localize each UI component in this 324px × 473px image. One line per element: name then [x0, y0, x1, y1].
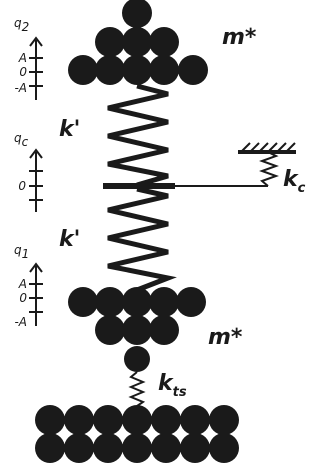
upper-spring [107, 83, 169, 188]
axis-q2 [29, 36, 43, 100]
coupling-bar [103, 183, 175, 189]
axis-q2-tick-0: 0 [19, 65, 27, 79]
atom [122, 433, 152, 463]
atom [35, 433, 65, 463]
atom [149, 287, 179, 317]
atom [93, 405, 123, 435]
axis-q2-name: q2 [14, 16, 29, 34]
atom [95, 55, 125, 85]
axis-qc-tick-0: 0 [18, 179, 26, 193]
top-mass-cluster [68, 0, 208, 85]
atom [95, 287, 125, 317]
axis-q1 [29, 262, 43, 326]
label-k-ts: kts [158, 371, 187, 400]
label-m-bottom: m* [208, 325, 243, 350]
atom [64, 405, 94, 435]
label-k-prime-top: k' [59, 117, 80, 142]
axis-qc-name: qc [14, 131, 29, 149]
atom [122, 55, 152, 85]
atom [180, 405, 210, 435]
axis-q1-tick-0: 0 [19, 291, 27, 305]
atom [122, 405, 152, 435]
sample-surface [35, 405, 239, 463]
label-k-prime-bottom: k' [59, 227, 80, 252]
atom [95, 27, 125, 57]
axis-q1-tick-A: A [18, 277, 27, 291]
atom [95, 315, 125, 345]
axis-q2-tick-negA: -A [14, 81, 27, 95]
atom [35, 405, 65, 435]
atom [124, 346, 150, 372]
bottom-mass-cluster [68, 287, 206, 372]
atom [122, 315, 152, 345]
kc-wall-hatching [241, 142, 296, 152]
atom [151, 433, 181, 463]
atom [149, 55, 179, 85]
atom [122, 0, 152, 28]
atom [122, 287, 152, 317]
lower-spring [107, 186, 177, 293]
atom [176, 287, 206, 317]
atom [209, 433, 239, 463]
atom [209, 405, 239, 435]
label-k-c: kc [283, 167, 306, 196]
atom [64, 433, 94, 463]
label-m-top: m* [222, 25, 257, 50]
atom [68, 287, 98, 317]
kts-spring [128, 371, 146, 407]
atom [149, 27, 179, 57]
atom [149, 315, 179, 345]
atom [93, 433, 123, 463]
atom [151, 405, 181, 435]
axis-q2-tick-A: A [18, 51, 27, 65]
axis-qc [29, 148, 43, 212]
axis-q1-tick-negA: -A [14, 315, 27, 329]
kc-spring [259, 151, 279, 187]
atom [178, 55, 208, 85]
atom [180, 433, 210, 463]
atom [68, 55, 98, 85]
axis-q1-name: q1 [14, 243, 29, 261]
atom [122, 27, 152, 57]
